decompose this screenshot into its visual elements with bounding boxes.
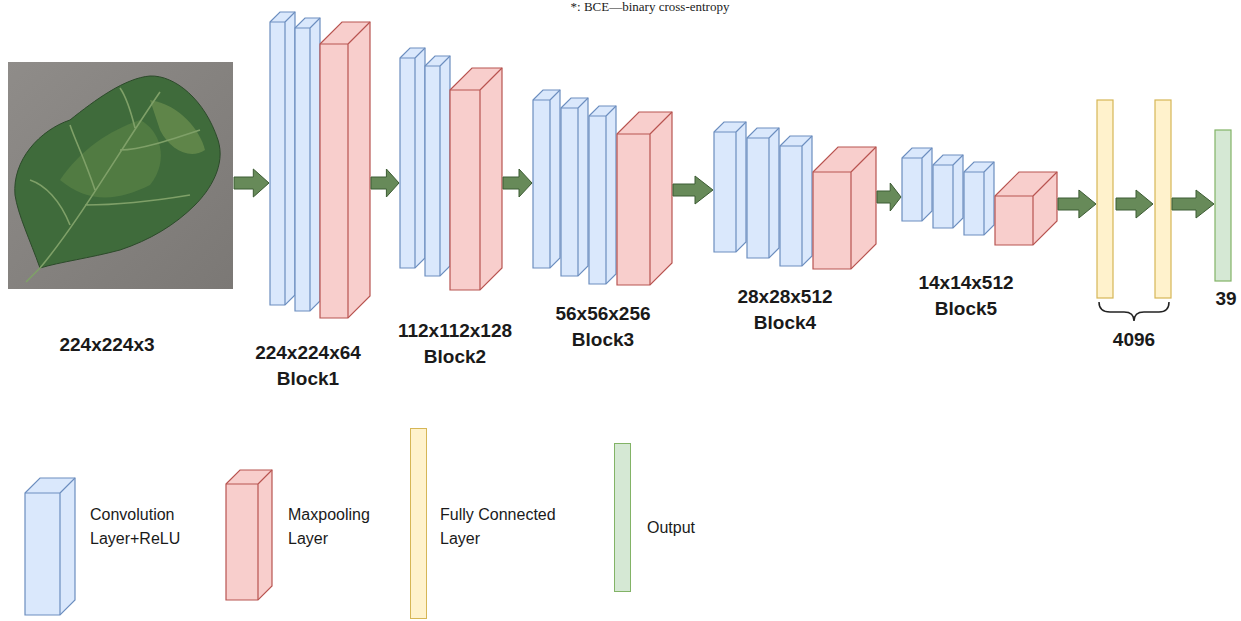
leaf-photo — [8, 62, 233, 289]
dimension-label: 14x14x512 — [918, 270, 1013, 296]
legend-text: Convolution Layer+ReLU — [90, 503, 190, 551]
legend-entry: Convolution Layer+ReLU — [90, 503, 190, 551]
legend-swatch — [226, 470, 272, 600]
conv-block: 28x28x512Block4 — [714, 122, 876, 269]
dimension-label: 39 — [1215, 286, 1236, 312]
dimension-label: 28x28x512 — [737, 284, 832, 310]
conv-slab — [533, 90, 560, 268]
conv-slab — [270, 12, 295, 305]
conv-slab — [425, 56, 450, 276]
leaf-patch — [150, 100, 205, 154]
conv-slab — [902, 148, 932, 221]
conv-block: 224x224x64Block1 — [270, 12, 370, 318]
cube-face — [226, 470, 272, 600]
block-name: Block2 — [398, 344, 512, 370]
legend-cube — [24, 477, 76, 616]
flow-arrow — [673, 176, 713, 204]
input-image: 224x224x3 — [8, 62, 233, 289]
block-name: Block1 — [255, 366, 361, 392]
pool-slab — [995, 172, 1057, 245]
flow-arrow — [234, 169, 269, 197]
conv-slab — [933, 155, 963, 228]
legend-text: Maxpooling Layer — [288, 503, 388, 551]
flow-arrow — [1058, 190, 1096, 218]
block-name: Block4 — [737, 310, 832, 336]
output-layer: 39 — [1215, 130, 1231, 281]
label-group: 112x112x128Block2 — [398, 318, 512, 370]
block-name: Block3 — [555, 327, 650, 353]
conv-slab — [589, 106, 616, 284]
pool-slab — [617, 112, 672, 285]
legend-swatch — [410, 428, 427, 619]
label-group: 224x224x64Block1 — [255, 340, 361, 392]
legend-entry: Maxpooling Layer — [288, 503, 388, 551]
legend-entry: Output — [647, 516, 737, 540]
conv-slab — [295, 18, 320, 311]
flow-arrow — [371, 169, 399, 197]
flow-arrow — [877, 183, 901, 211]
pool-slab — [813, 147, 876, 269]
dimension-label: 224x224x64 — [255, 340, 361, 366]
note-wrap: *: BCE—binary cross-entropy — [571, 0, 730, 14]
legend-text: Output — [647, 516, 737, 540]
cube-edge — [226, 470, 272, 600]
label-group: 28x28x512Block4 — [737, 284, 832, 336]
dimension-label: 56x56x256 — [555, 301, 650, 327]
leaf-patch — [60, 120, 161, 198]
conv-slab — [747, 128, 779, 258]
legend-text: Fully Connected Layer — [440, 503, 565, 551]
flow-arrow — [1116, 190, 1153, 218]
label-group: 56x56x256Block3 — [555, 301, 650, 353]
conv-block: 112x112x128Block2 — [400, 48, 502, 290]
conv-slab — [714, 122, 746, 252]
photo-ground — [8, 62, 233, 289]
legend-swatch — [614, 443, 631, 592]
footnote: *: BCE—binary cross-entropy — [571, 0, 730, 14]
legend-cube — [225, 469, 273, 601]
block-name: Block5 — [918, 296, 1013, 322]
fc-group: 4096 — [1097, 100, 1171, 298]
fc-layer — [1155, 100, 1171, 298]
conv-slab — [964, 162, 994, 235]
conv-slab — [400, 48, 425, 268]
output-layer — [1215, 130, 1231, 281]
leaf-vein — [26, 88, 200, 282]
conv-slab — [780, 136, 812, 266]
fc-layer — [1097, 100, 1113, 298]
flow-arrow — [503, 169, 532, 197]
brace — [1099, 302, 1169, 321]
label-group: 224x224x3 — [59, 332, 154, 358]
pool-slab — [450, 68, 502, 290]
conv-block: 56x56x256Block3 — [533, 90, 672, 285]
conv-block: 14x14x512Block5 — [902, 148, 1057, 245]
legend-entry: Fully Connected Layer — [440, 503, 565, 551]
cube-face — [25, 478, 75, 615]
cube-edge — [25, 478, 75, 615]
label-group: 4096 — [1113, 327, 1155, 353]
dimension-label: 4096 — [1113, 327, 1155, 353]
label-group: 39 — [1215, 286, 1236, 312]
leaf — [15, 76, 220, 268]
dimension-label: 224x224x3 — [59, 332, 154, 358]
legend-swatch — [25, 478, 75, 615]
flow-arrow — [1172, 190, 1214, 218]
dimension-label: 112x112x128 — [398, 318, 512, 344]
pool-slab — [320, 22, 370, 318]
conv-slab — [561, 98, 588, 276]
label-group: 14x14x512Block5 — [918, 270, 1013, 322]
